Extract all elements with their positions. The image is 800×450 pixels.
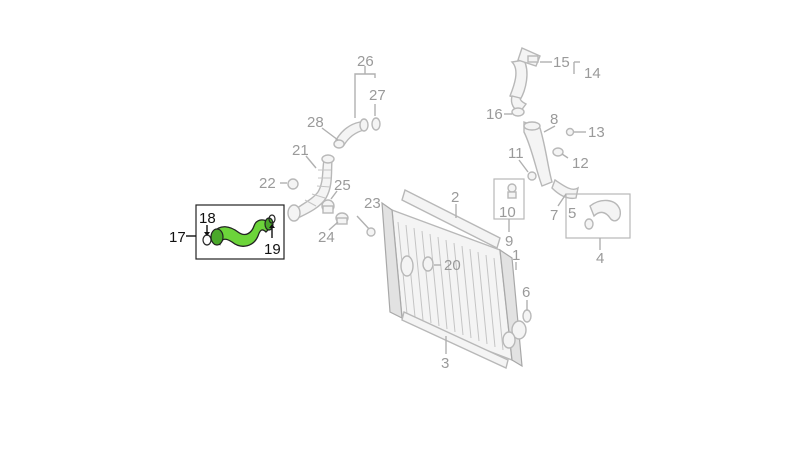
pressure-hose-26-part[interactable] bbox=[333, 118, 369, 149]
fitting-25-part[interactable] bbox=[321, 199, 335, 214]
label-17[interactable]: 17 bbox=[169, 229, 186, 246]
clamp-16-part[interactable] bbox=[511, 107, 525, 117]
label-16[interactable]: 16 bbox=[486, 106, 503, 123]
label-6[interactable]: 6 bbox=[522, 284, 530, 301]
clip-11-part[interactable] bbox=[527, 171, 537, 181]
label-27[interactable]: 27 bbox=[369, 87, 386, 104]
upper-air-guide-part[interactable] bbox=[401, 188, 501, 250]
group-box-4 bbox=[565, 193, 631, 239]
label-28[interactable]: 28 bbox=[307, 114, 324, 131]
label-19[interactable]: 19 bbox=[264, 241, 281, 258]
pressure-hose-21-part[interactable] bbox=[287, 154, 335, 222]
clamp-27-part[interactable] bbox=[371, 117, 381, 131]
lower-air-guide-part[interactable] bbox=[401, 311, 509, 369]
label-2[interactable]: 2 bbox=[451, 189, 459, 206]
group-box-17 bbox=[195, 204, 285, 260]
screw-13-part[interactable] bbox=[565, 127, 575, 137]
label-12[interactable]: 12 bbox=[572, 155, 589, 172]
bolt-23-part[interactable] bbox=[356, 215, 376, 237]
label-26[interactable]: 26 bbox=[357, 53, 374, 70]
label-4[interactable]: 4 bbox=[596, 250, 604, 267]
label-24[interactable]: 24 bbox=[318, 229, 335, 246]
seal-ring-20-part[interactable] bbox=[422, 256, 434, 272]
label-5[interactable]: 5 bbox=[568, 205, 576, 222]
fitting-12-part[interactable] bbox=[552, 147, 564, 157]
label-22[interactable]: 22 bbox=[259, 175, 276, 192]
label-9[interactable]: 9 bbox=[505, 233, 513, 250]
pipe-8-part[interactable] bbox=[523, 120, 553, 187]
label-14[interactable]: 14 bbox=[584, 65, 601, 82]
part-labels: 26 27 28 21 22 25 23 24 2 20 1 6 3 15 14… bbox=[169, 53, 605, 372]
label-11[interactable]: 11 bbox=[508, 145, 524, 162]
label-7[interactable]: 7 bbox=[550, 207, 558, 224]
label-18[interactable]: 18 bbox=[199, 210, 216, 227]
clamp-22-part[interactable] bbox=[287, 178, 299, 190]
label-21[interactable]: 21 bbox=[292, 142, 309, 159]
sensor-15-part[interactable] bbox=[527, 55, 539, 63]
label-1[interactable]: 1 bbox=[512, 247, 520, 264]
seal-ring-6-part[interactable] bbox=[522, 309, 532, 323]
label-15[interactable]: 15 bbox=[553, 54, 570, 71]
label-25[interactable]: 25 bbox=[334, 177, 351, 194]
label-20[interactable]: 20 bbox=[444, 257, 461, 274]
label-10[interactable]: 10 bbox=[499, 204, 516, 221]
seal-ring-19-part[interactable] bbox=[268, 214, 276, 224]
leader-lines bbox=[186, 61, 601, 354]
label-8[interactable]: 8 bbox=[550, 111, 558, 128]
label-13[interactable]: 13 bbox=[588, 124, 605, 141]
label-3[interactable]: 3 bbox=[441, 355, 449, 372]
fitting-24-part[interactable] bbox=[335, 212, 349, 225]
label-23[interactable]: 23 bbox=[364, 195, 381, 212]
